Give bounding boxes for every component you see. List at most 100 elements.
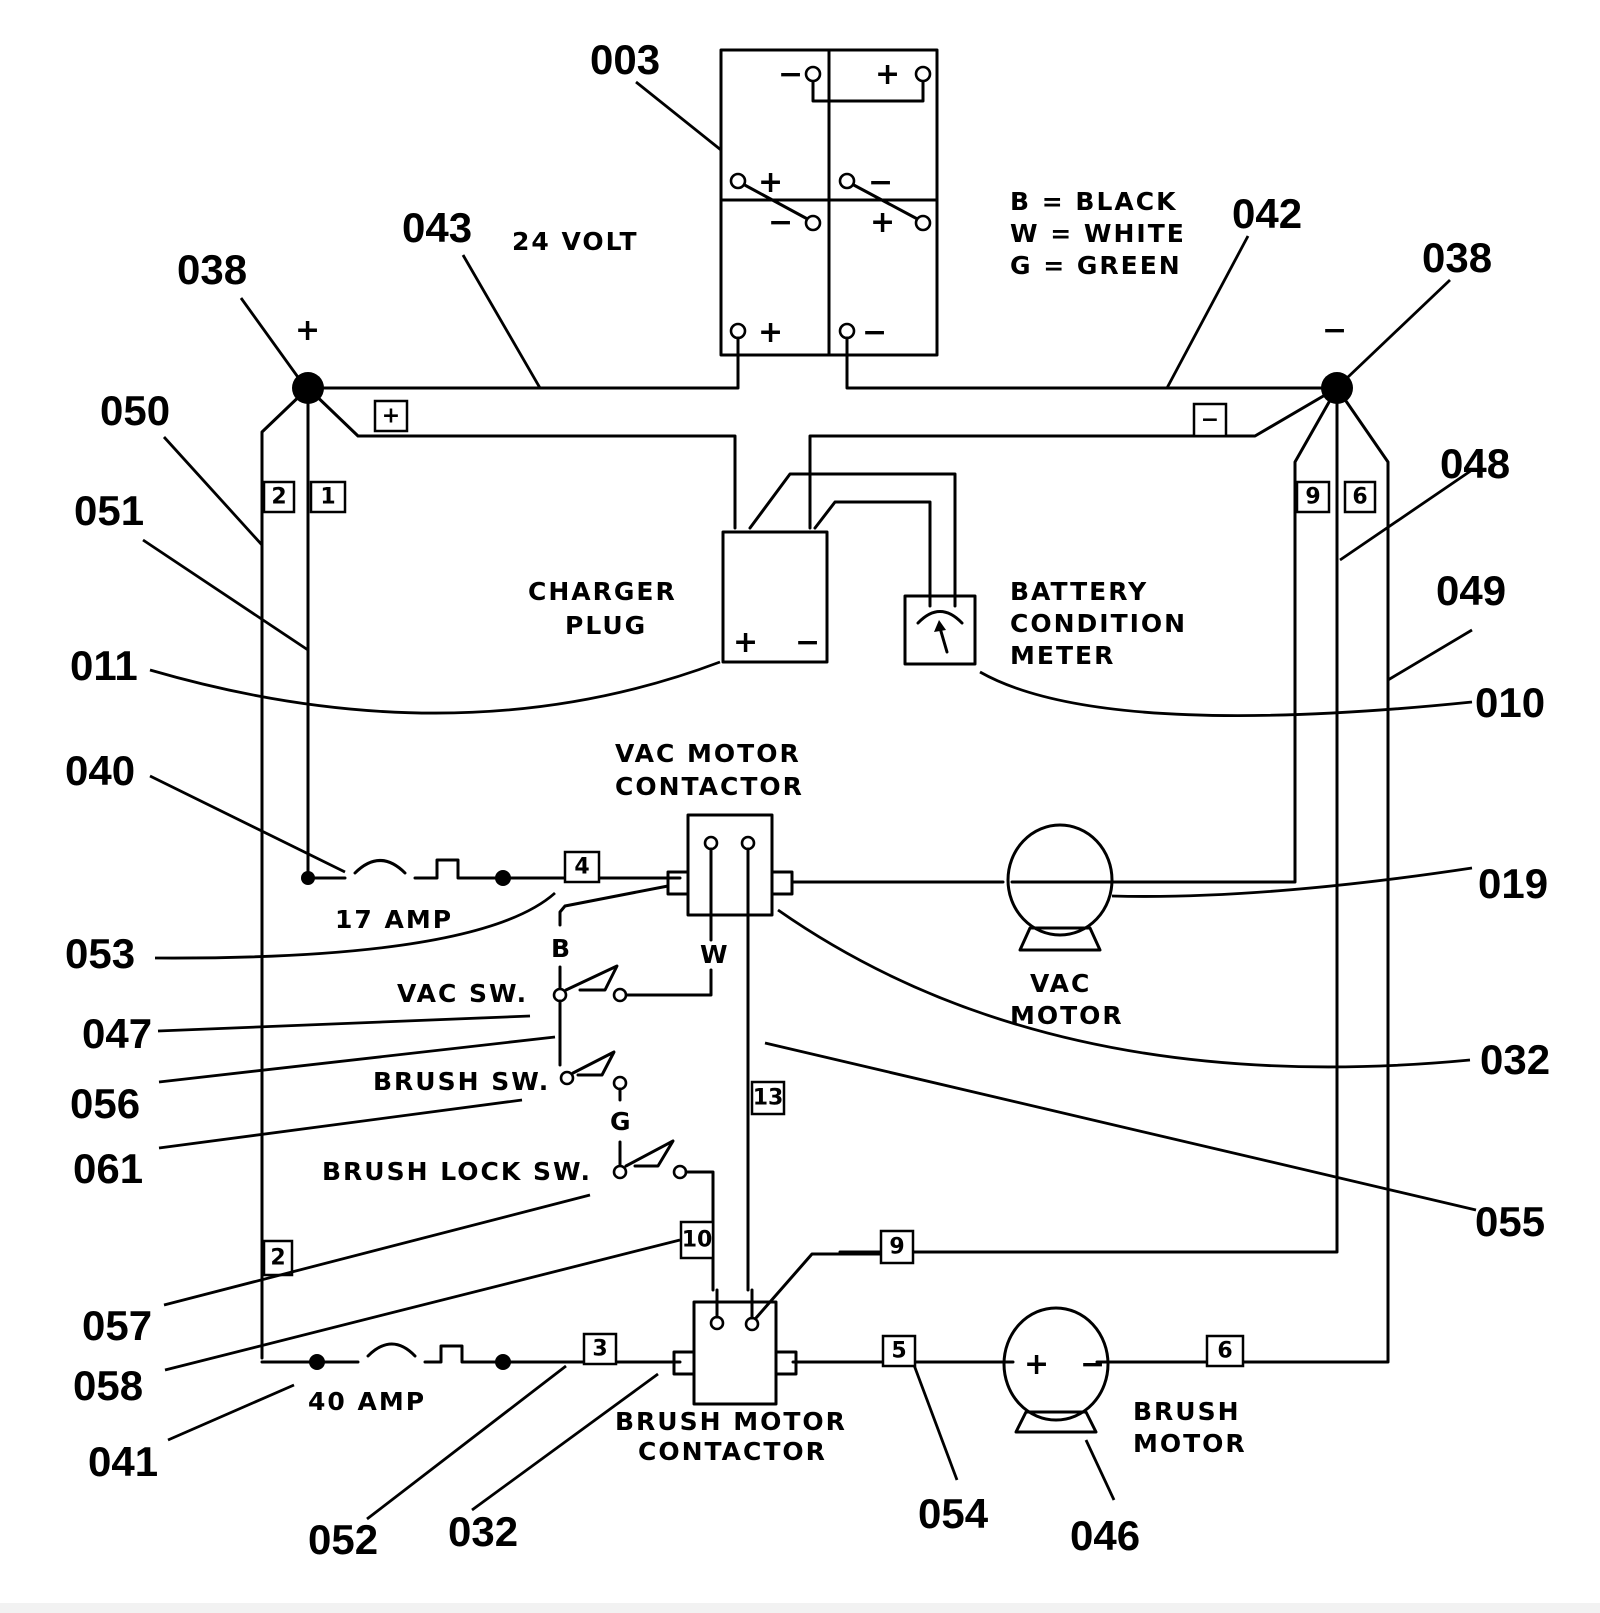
brush-lock-switch-lever[interactable]: [624, 1139, 675, 1168]
callout-052[interactable]: 052: [308, 1516, 378, 1563]
legend-green: G = GREEN: [1010, 251, 1182, 280]
fuse-17-label: 17 AMP: [335, 905, 453, 934]
main-wiring: [260, 336, 1390, 1364]
voltage-label: 24 VOLT: [512, 227, 639, 256]
wire-tag: 13: [753, 1086, 784, 1111]
battery-pack: − + + − − + + −: [719, 48, 939, 357]
battery-terminal: [914, 65, 932, 83]
callout-050[interactable]: 050: [100, 387, 170, 434]
negative-tag: −: [1201, 408, 1219, 433]
fuse-40-label: 40 AMP: [308, 1387, 426, 1416]
wire-048-vac: [1010, 386, 1339, 884]
vac-motor: [1006, 823, 1114, 952]
callout-038-left[interactable]: 038: [177, 246, 247, 293]
battery-condition-meter: [903, 594, 977, 666]
wire-tag: 9: [1305, 485, 1320, 510]
junction-dot: [495, 1354, 511, 1370]
wire-tag: 5: [891, 1339, 906, 1364]
callout-038-right[interactable]: 038: [1422, 234, 1492, 281]
switch-group: B W G: [551, 884, 730, 1292]
brush-lock-switch-label: BRUSH LOCK SW.: [322, 1157, 592, 1186]
callout-047[interactable]: 047: [82, 1010, 152, 1057]
vac-motor-label: VAC: [1030, 969, 1091, 998]
positive-tag: +: [382, 404, 400, 429]
wire-tag: 9: [889, 1235, 904, 1260]
battery-sign: +: [875, 57, 900, 92]
junction-dot: [301, 871, 315, 885]
battery-terminal: [729, 322, 747, 340]
wire-tag: 6: [1352, 485, 1367, 510]
vac-switch-contact: [612, 987, 628, 1003]
wire-050: [260, 386, 310, 1360]
callout-056[interactable]: 056: [70, 1080, 140, 1127]
wire-tag: 6: [1217, 1339, 1232, 1364]
callout-042[interactable]: 042: [1232, 190, 1302, 237]
brush-contactor-label: CONTACTOR: [638, 1437, 827, 1466]
callout-051[interactable]: 051: [74, 487, 144, 534]
vac-switch-contact: [552, 987, 568, 1003]
brush-motor-plus: +: [1024, 1347, 1049, 1382]
vac-switch-label: VAC SW.: [397, 979, 528, 1008]
brush-lock-switch-contact: [672, 1164, 688, 1180]
callout-041[interactable]: 041: [88, 1438, 158, 1485]
vac-switch-lever[interactable]: [564, 964, 619, 992]
junction-dot: [495, 870, 511, 886]
callout-058[interactable]: 058: [73, 1362, 143, 1409]
callout-numbers: 003 043 042 038 038 050 051 048 049 011 …: [65, 36, 1550, 1563]
callout-032-bottom[interactable]: 032: [448, 1508, 518, 1555]
callout-043[interactable]: 043: [402, 204, 472, 251]
callout-049[interactable]: 049: [1436, 567, 1506, 614]
callout-032-right[interactable]: 032: [1480, 1036, 1550, 1083]
vac-motor-label: MOTOR: [1010, 1001, 1124, 1030]
negative-sign: −: [1322, 313, 1347, 348]
battery-sign: +: [758, 165, 783, 200]
vac-motor-contactor: [666, 813, 794, 1292]
meter-label: CONDITION: [1010, 609, 1187, 638]
brush-switch-contact: [612, 1075, 628, 1091]
battery-terminal: [804, 214, 822, 232]
wire-tag: 1: [320, 485, 335, 510]
charger-minus: −: [795, 625, 820, 660]
callout-010[interactable]: 010: [1475, 679, 1545, 726]
brush-switch-label: BRUSH SW.: [373, 1067, 550, 1096]
junction-dot: [309, 1354, 325, 1370]
wire-color-green: G: [610, 1107, 633, 1136]
vac-contactor-label: VAC MOTOR: [615, 739, 801, 768]
battery-terminal: [729, 172, 747, 190]
callout-leaders: [142, 80, 1477, 1521]
callout-061[interactable]: 061: [73, 1145, 143, 1192]
battery-sign: +: [870, 205, 895, 240]
charger-plug-label: CHARGER: [528, 577, 677, 606]
callout-057[interactable]: 057: [82, 1302, 152, 1349]
brush-contactor-label: BRUSH MOTOR: [615, 1407, 847, 1436]
battery-sign: −: [868, 165, 893, 200]
callout-055[interactable]: 055: [1475, 1198, 1545, 1245]
callout-046[interactable]: 046: [1070, 1512, 1140, 1559]
wire-tag: 2: [270, 1246, 285, 1271]
negative-junction: [1321, 372, 1353, 404]
battery-sign: −: [778, 57, 803, 92]
wire-brush-neg: [838, 386, 1339, 1254]
brush-switch-contact: [559, 1070, 575, 1086]
wire-color-white: W: [700, 940, 730, 969]
callout-054[interactable]: 054: [918, 1490, 989, 1537]
charger-plug-label: PLUG: [565, 611, 647, 640]
battery-terminal: [838, 172, 856, 190]
brush-switch-lever[interactable]: [571, 1050, 616, 1077]
legend-black: B = BLACK: [1010, 187, 1177, 216]
battery-sign: +: [758, 315, 783, 350]
callout-003[interactable]: 003: [590, 36, 660, 83]
battery-terminal: [838, 322, 856, 340]
callout-011[interactable]: 011: [70, 642, 138, 689]
charger-plus: +: [733, 625, 758, 660]
callout-053[interactable]: 053: [65, 930, 135, 977]
brush-motor: + −: [1002, 1306, 1110, 1434]
battery-terminal: [914, 214, 932, 232]
callout-040[interactable]: 040: [65, 747, 135, 794]
callout-048[interactable]: 048: [1440, 440, 1510, 487]
wire-049: [1095, 386, 1390, 1364]
battery-sign: −: [862, 315, 887, 350]
wire-color-black: B: [551, 934, 572, 963]
callout-019[interactable]: 019: [1478, 860, 1548, 907]
